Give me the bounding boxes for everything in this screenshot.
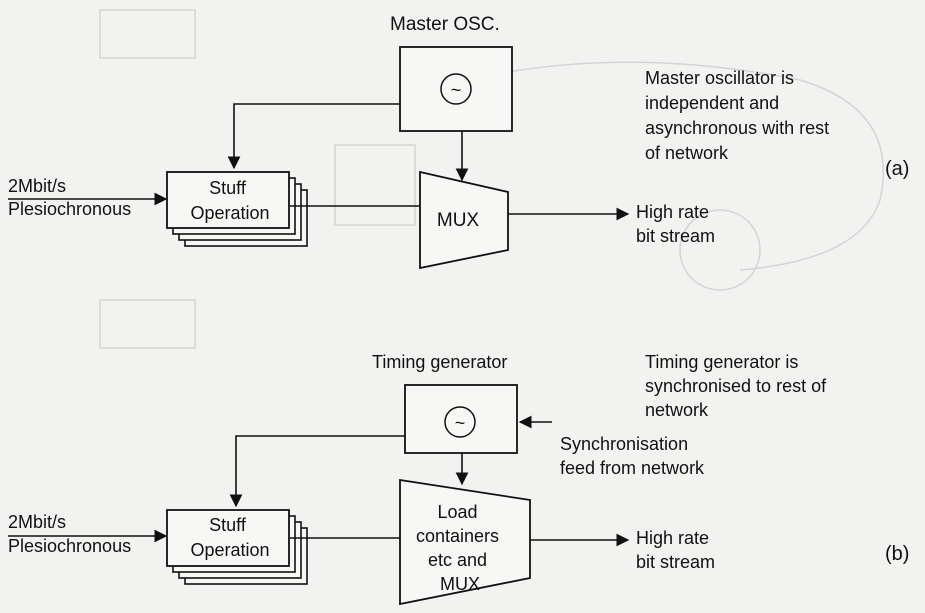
timing-generator-box — [404, 384, 518, 454]
stuff-label-b: Stuff Operation — [190, 515, 269, 560]
panel-a: Master OSC. ~ Master oscillator is indep… — [8, 14, 909, 270]
input-label-b: 2Mbit/s Plesiochronous — [8, 512, 131, 556]
mux-label-a: MUX — [437, 210, 480, 231]
panel-b: Timing generator ~ Timing generator is s… — [8, 352, 909, 606]
load-label: Load containers etc and MUX — [416, 502, 504, 594]
timing-note: Timing generator is synchronised to rest… — [645, 352, 831, 420]
output-label-a: High rate bit stream — [636, 202, 715, 246]
panel-b-tag: (b) — [885, 543, 909, 565]
master-osc-box — [399, 46, 513, 132]
output-label-b: High rate bit stream — [636, 528, 715, 572]
master-note: Master oscillator is independent and asy… — [645, 68, 834, 163]
clock-line-to-stuff-b — [229, 435, 405, 508]
bleed-through-background — [99, 9, 885, 349]
panel-a-tag: (a) — [885, 158, 909, 180]
oscillator-symbol: ~ — [451, 80, 462, 100]
stuff-operation-box-a — [166, 171, 290, 229]
load-containers-mux-block — [399, 478, 531, 606]
timing-generator-label: Timing generator — [372, 352, 507, 372]
mux-block-a — [419, 170, 509, 270]
clock-line-to-stuff-a — [227, 103, 400, 170]
timing-oscillator-icon — [444, 406, 476, 438]
input-label-a: 2Mbit/s Plesiochronous — [8, 176, 131, 219]
stuff-label-a: Stuff Operation — [190, 178, 269, 223]
sync-feed-label: Synchronisation feed from network — [560, 434, 705, 478]
timing-oscillator-symbol: ~ — [455, 413, 466, 433]
oscillator-icon — [440, 73, 472, 105]
master-osc-label: Master OSC. — [390, 14, 500, 35]
